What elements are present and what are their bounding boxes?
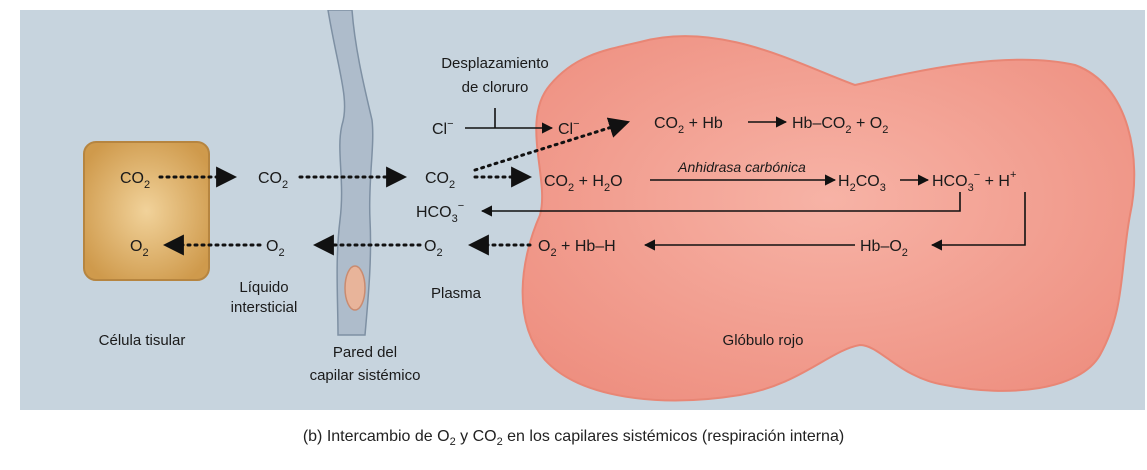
- red-blood-cell-shape: [521, 35, 1136, 402]
- hco3-h-products: HCO3− + H+: [932, 169, 1016, 194]
- hb-binding-reactants: CO2 + Hb: [654, 115, 723, 136]
- plasma-label: Plasma: [431, 285, 482, 302]
- hco3-plasma: HCO3−: [416, 200, 464, 225]
- figure-caption: (b) Intercambio de O2 y CO2 en los capil…: [302, 428, 845, 449]
- o2-hbh: O2 + Hb–H: [538, 238, 616, 259]
- capillary-wall-label-1: Pared del: [333, 344, 397, 361]
- chloride-shift-label-2: de cloruro: [462, 79, 529, 96]
- co2-plasma: CO2: [425, 170, 455, 191]
- figure-panel: Desplazamiento de cloruro Cl− Cl− CO2 + …: [20, 10, 1145, 410]
- h-plus-to-hb-arrow: [930, 192, 1026, 251]
- carbonic-anhydrase-label: Anhidrasa carbónica: [677, 159, 806, 175]
- chloride-shift-label-1: Desplazamiento: [441, 55, 549, 72]
- co2-interstitial: CO2: [258, 170, 288, 191]
- hb-o2: Hb–O2: [860, 238, 908, 259]
- capillary-wall-shape: [327, 10, 374, 336]
- capillary-nucleus: [344, 265, 366, 311]
- o2-plasma: O2: [424, 238, 443, 259]
- o2-interstitial: O2: [266, 238, 285, 259]
- co2-tissue-cell: CO2: [120, 170, 150, 191]
- cl-plasma: Cl−: [432, 118, 454, 138]
- hb-binding-products: Hb–CO2 + O2: [792, 115, 888, 136]
- tissue-cell-label: Célula tisular: [99, 332, 186, 349]
- hco3-return-arrow: [480, 192, 961, 217]
- interstitial-fluid-label-1: Líquido: [239, 279, 288, 296]
- tissue-cell-shape: [83, 141, 210, 281]
- gas-exchange-diagram: Desplazamiento de cloruro Cl− Cl− CO2 + …: [83, 10, 1136, 402]
- cl-rbc: Cl−: [558, 118, 580, 138]
- o2-tissue-cell: O2: [130, 238, 149, 259]
- co2-plasma-to-hb-arrow: [473, 117, 631, 172]
- carbonic-reactants: CO2 + H2O: [544, 173, 623, 194]
- capillary-wall-label-2: capilar sistémico: [310, 367, 421, 384]
- red-blood-cell-label: Glóbulo rojo: [723, 332, 804, 349]
- interstitial-fluid-label-2: intersticial: [231, 299, 298, 316]
- h2co3: H2CO3: [838, 173, 886, 194]
